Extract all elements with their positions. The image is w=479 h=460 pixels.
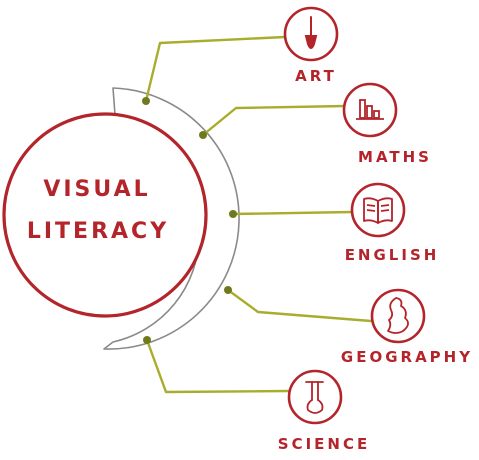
node-science-label: SCIENCE [278,435,370,453]
connector-english [231,210,354,216]
node-maths: MATHS [342,82,432,166]
connector-maths [201,104,347,137]
node-art: ART [283,6,339,85]
node-english-label: ENGLISH [345,246,440,264]
node-geography: GEOGRAPHY [341,288,473,366]
node-art-label: ART [295,67,337,85]
center-node: VISUAL LITERACY [2,112,208,318]
node-english: ENGLISH [345,182,440,264]
center-circle [2,112,208,318]
junction-dot [142,97,150,105]
node-maths-circle [342,82,398,138]
center-title-line1: VISUAL [43,177,150,202]
node-geography-label: GEOGRAPHY [341,348,473,366]
connector-geography [226,288,373,323]
bar-chart-icon [356,99,384,120]
map-icon [387,297,409,334]
connector-science [145,338,291,394]
node-geography-circle [370,288,426,344]
junction-dot [199,131,207,139]
node-science-circle [287,369,343,425]
junction-dot [229,210,237,218]
node-maths-label: MATHS [358,148,432,166]
junction-dot [143,336,151,344]
junction-dot [224,286,232,294]
center-title-line2: LITERACY [27,219,169,244]
connector-art [144,35,287,103]
test-tube-icon [305,381,324,414]
paintbrush-icon [304,16,318,49]
open-book-icon [363,197,393,224]
node-science: SCIENCE [278,369,370,453]
